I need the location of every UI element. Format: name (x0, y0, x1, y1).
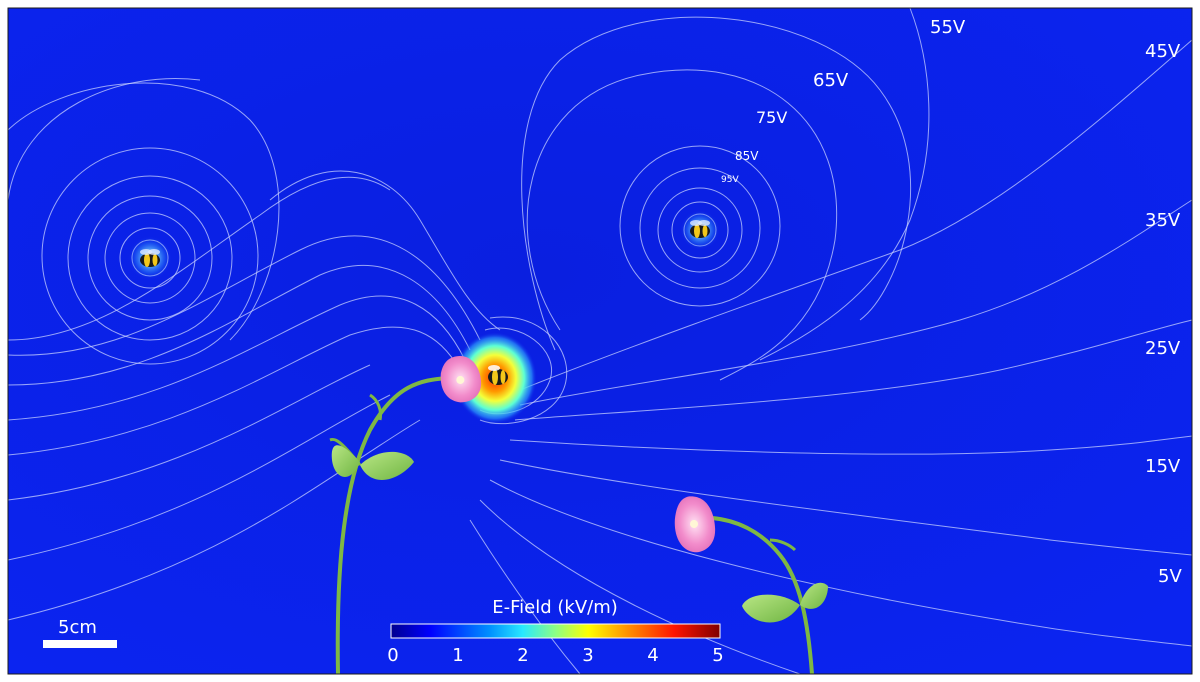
voltage-label-85v: 85V (735, 149, 759, 163)
plant-right (674, 496, 828, 675)
scale-bar: 5cm (43, 617, 117, 648)
field-background (8, 8, 1192, 674)
leaf-icon (331, 445, 360, 477)
colorbar-tick-label: 1 (452, 645, 463, 666)
colorbar: E-Field (kV/m) 0 1 2 3 4 5 (387, 597, 723, 666)
leaf-icon (800, 582, 828, 609)
bumblebee-icon (488, 365, 508, 385)
equipotential-lines (7, 7, 1193, 675)
colorbar-tick-label: 3 (582, 645, 593, 666)
colorbar-tick-label: 2 (517, 645, 528, 666)
voltage-label-5v: 5V (1158, 566, 1182, 587)
voltage-label-75v: 75V (756, 108, 787, 127)
scale-bar-label: 5cm (58, 617, 97, 638)
bumblebee-icon (140, 249, 160, 267)
plant-left (329, 356, 482, 675)
voltage-label-35v: 35V (1145, 210, 1181, 231)
bumblebee-icon (690, 220, 710, 238)
pink-flower-icon (674, 496, 716, 553)
colorbar-gradient (390, 623, 721, 639)
colorbar-ticks: 0 1 2 3 4 5 (387, 645, 723, 666)
colorbar-tick-label: 5 (712, 645, 723, 666)
voltage-label-25v: 25V (1145, 338, 1181, 359)
voltage-label-65v: 65V (813, 70, 849, 91)
scale-bar-line (43, 640, 117, 648)
pink-flower-icon (440, 356, 482, 403)
voltage-label-95v: 95V (721, 175, 739, 185)
figure-border (7, 7, 1193, 675)
leaf-icon (742, 594, 800, 623)
colorbar-title: E-Field (kV/m) (492, 597, 618, 618)
voltage-label-15v: 15V (1145, 456, 1181, 477)
voltage-label-55v: 55V (930, 17, 966, 38)
leaf-icon (360, 451, 414, 480)
colorbar-tick-label: 4 (647, 645, 658, 666)
voltage-label-45v: 45V (1145, 41, 1181, 62)
colorbar-tick-label: 0 (387, 645, 398, 666)
